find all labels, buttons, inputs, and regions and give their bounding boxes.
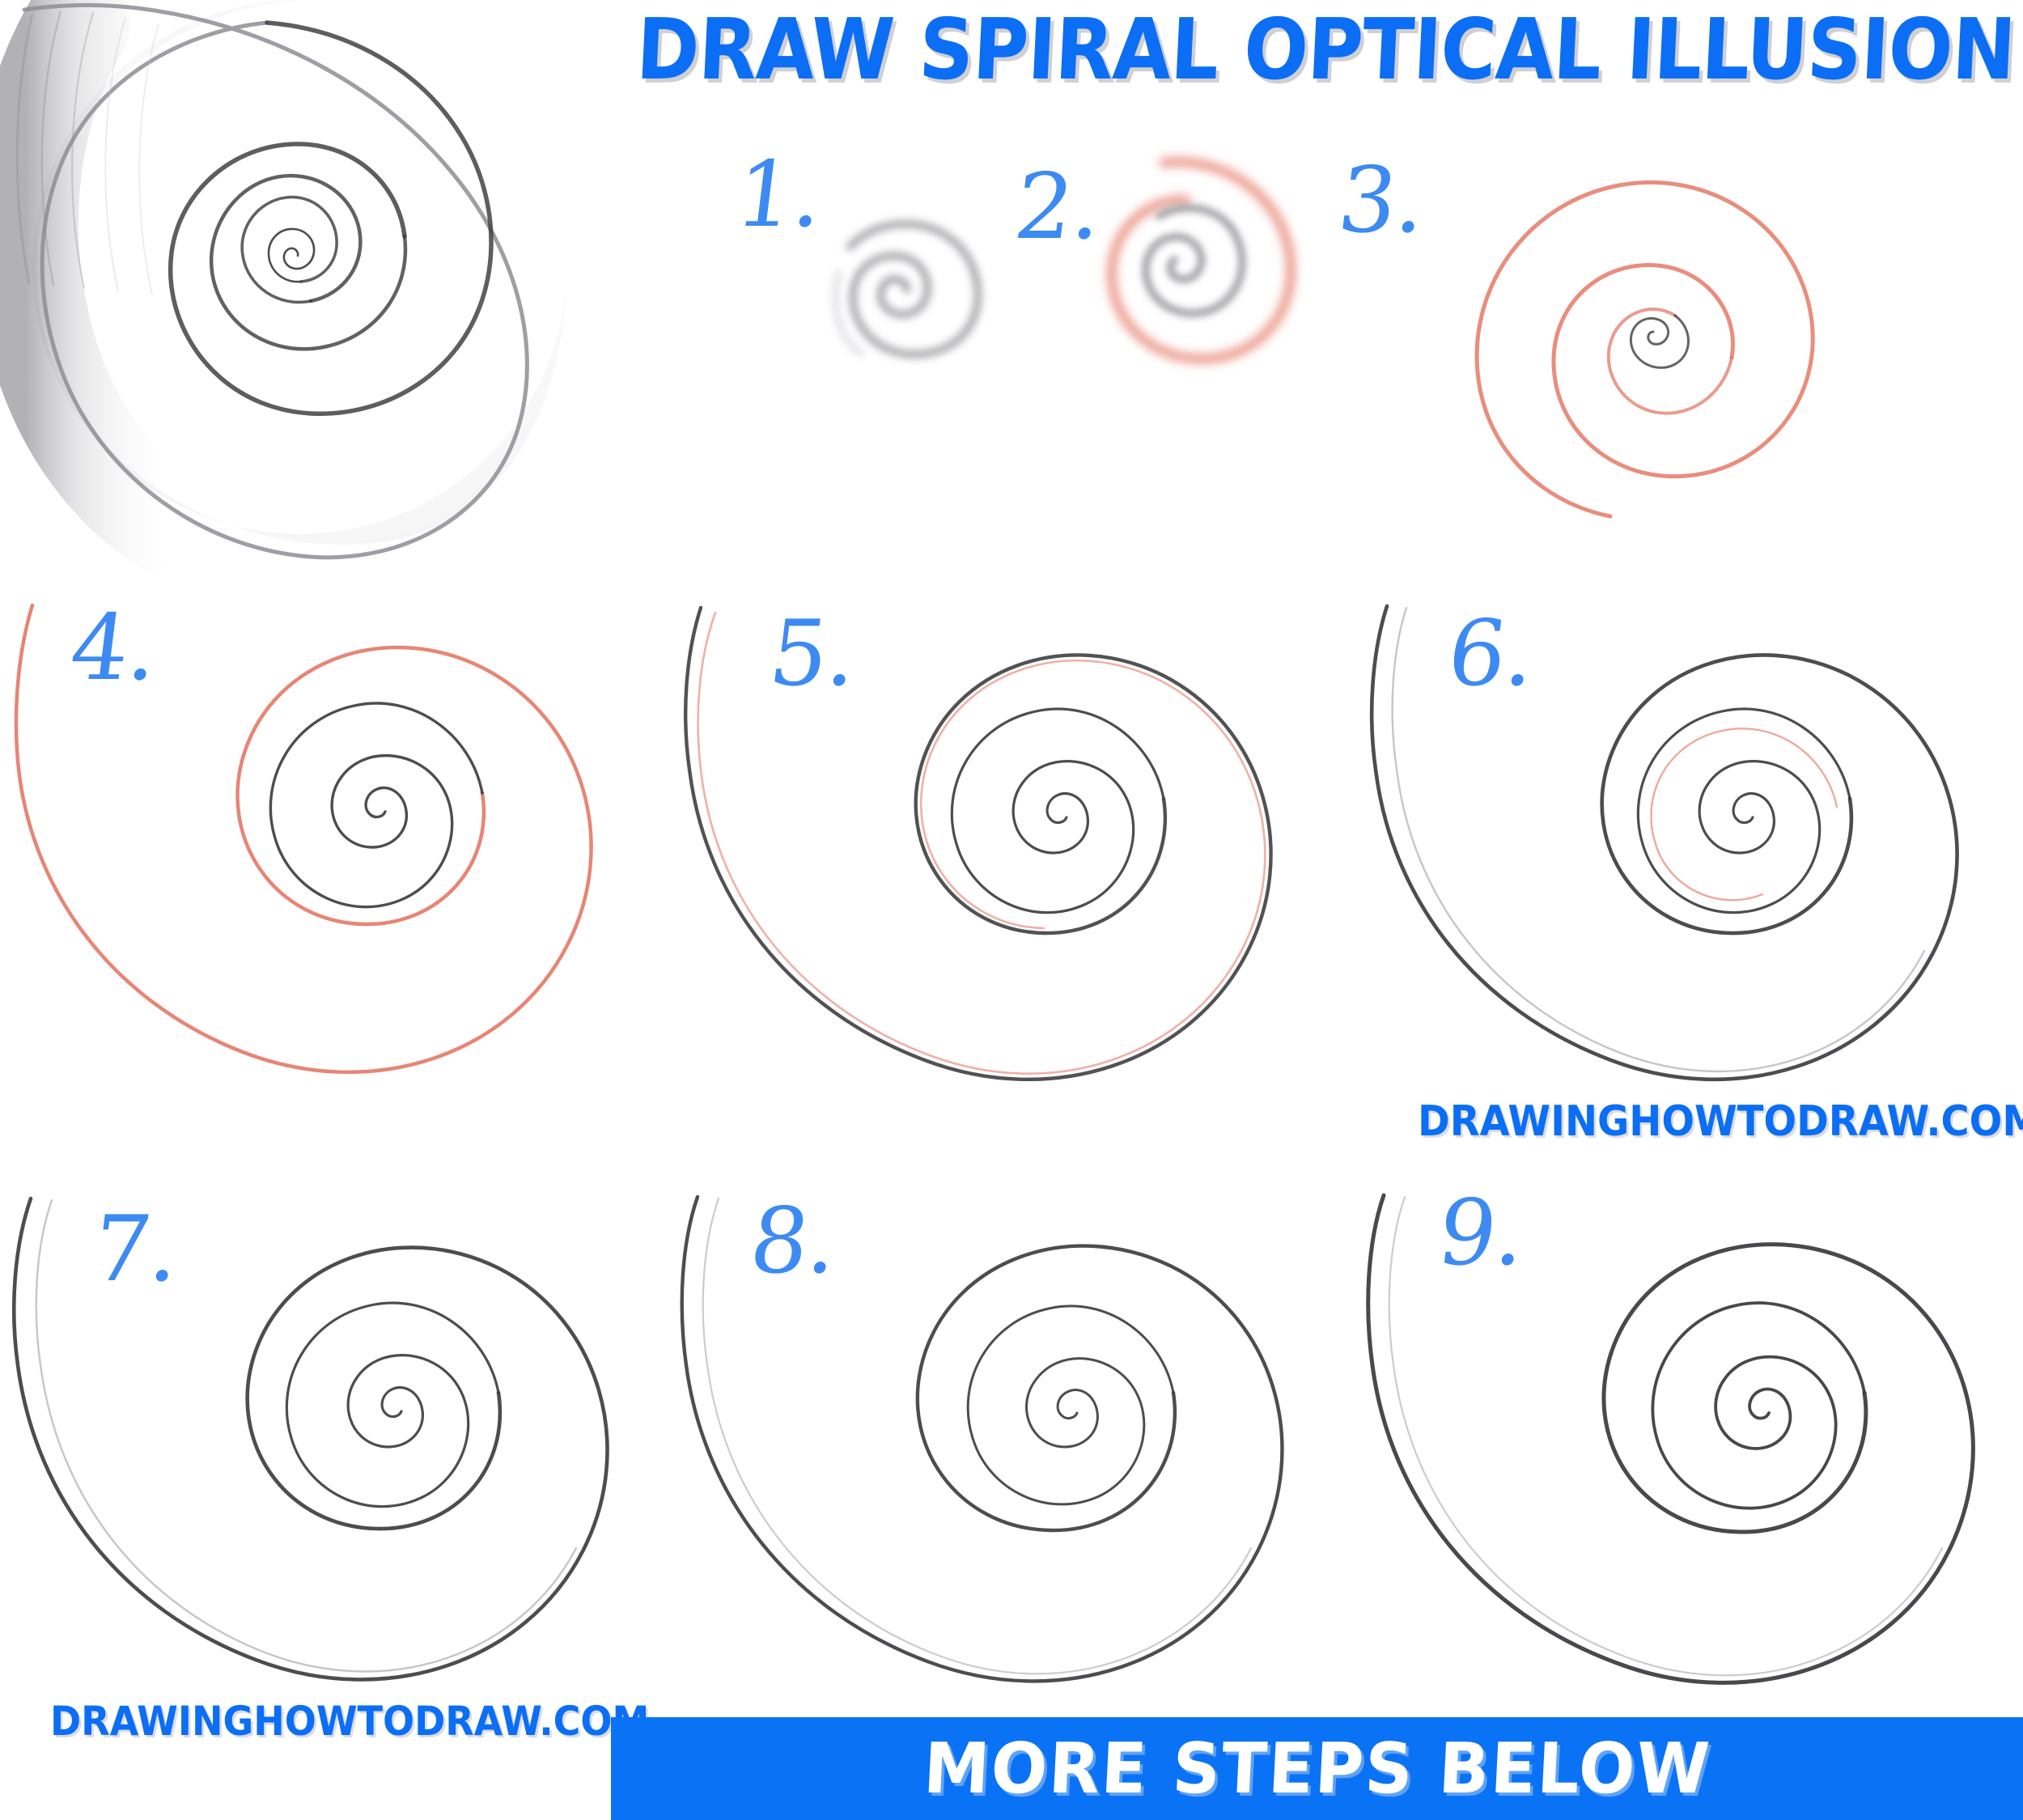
step-2-red-guide (1107, 157, 1296, 364)
step-8-dark-outer (680, 1194, 1284, 1683)
step-5-red-residual (697, 611, 1266, 1075)
step-3-grey-core (1629, 314, 1690, 369)
step-4-dark-inner (269, 702, 484, 909)
reference-illustration (0, 0, 615, 579)
reference-coil-2 (168, 20, 494, 416)
step-3-illustration (1408, 89, 1974, 542)
step-8-illustration (680, 1186, 1335, 1712)
watermark-middle: DRAWINGHOWTODRAW.COM (1418, 1097, 2023, 1146)
reference-coil-4 (240, 195, 338, 304)
step-8-spiral-svg (680, 1194, 1284, 1683)
step-9-dark-outer (1366, 1193, 1975, 1685)
step-5-spiral-svg (683, 605, 1273, 1082)
step-7-ghost-outer (35, 1198, 578, 1673)
reference-coil-3 (209, 174, 408, 351)
step-7-illustration (8, 1186, 664, 1712)
step-6-red-residual (1650, 728, 1839, 902)
step-4-red-outer (14, 603, 593, 1075)
step-6-ghost-outer (1391, 606, 1926, 1073)
step-9-ghost-outer (1388, 1195, 1944, 1677)
reference-outer-contour (22, 2, 529, 560)
step-5-illustration (680, 595, 1335, 1113)
step-1-number: 1. (730, 142, 829, 248)
step-2-spiral-svg (1107, 157, 1296, 364)
step-1-spiral-svg (832, 220, 982, 358)
reference-shading (0, 0, 227, 579)
step-3-red-outer (1474, 180, 1815, 519)
step-2-grey-core (1142, 204, 1246, 317)
step-9-spiral-svg (1366, 1193, 1975, 1685)
step-7-dark-inner (285, 1301, 500, 1508)
step-3-red-inner (1606, 308, 1733, 415)
step-1-soft-spiral (832, 220, 982, 358)
step-5-dark-inner (950, 707, 1165, 914)
more-steps-banner[interactable]: MORE STEPS BELOW (611, 1717, 2023, 1820)
step-9-dark-inner (1651, 1301, 1866, 1510)
step-8-dark-inner (966, 1305, 1175, 1506)
reference-spiral-svg (0, 0, 566, 579)
page-title: DRAW SPIRAL OPTICAL ILLUSION (634, 0, 2017, 99)
step-7-dark-outer (11, 1196, 609, 1682)
reference-tail-strokes (15, 10, 159, 295)
step-3-spiral-svg (1474, 180, 1815, 519)
step-9-illustration (1366, 1186, 2023, 1712)
more-steps-banner-label: MORE STEPS BELOW (921, 1728, 1713, 1809)
step-6-dark-inner (1636, 707, 1851, 914)
step-6-illustration (1368, 595, 2023, 1113)
step-6-dark-outer (1369, 604, 1959, 1082)
watermark-bottom: DRAWINGHOWTODRAW.COM (50, 1698, 650, 1745)
step-5-dark-outer (683, 605, 1273, 1082)
reference-core (267, 227, 316, 283)
step-4-illustration (8, 591, 664, 1109)
step-4-spiral-svg (14, 603, 593, 1075)
step-7-spiral-svg (11, 1196, 609, 1682)
step-1-illustration (817, 198, 1028, 360)
step-6-spiral-svg (1369, 604, 1959, 1082)
step-2-illustration (1068, 142, 1343, 368)
step-8-ghost-outer (702, 1197, 1253, 1675)
